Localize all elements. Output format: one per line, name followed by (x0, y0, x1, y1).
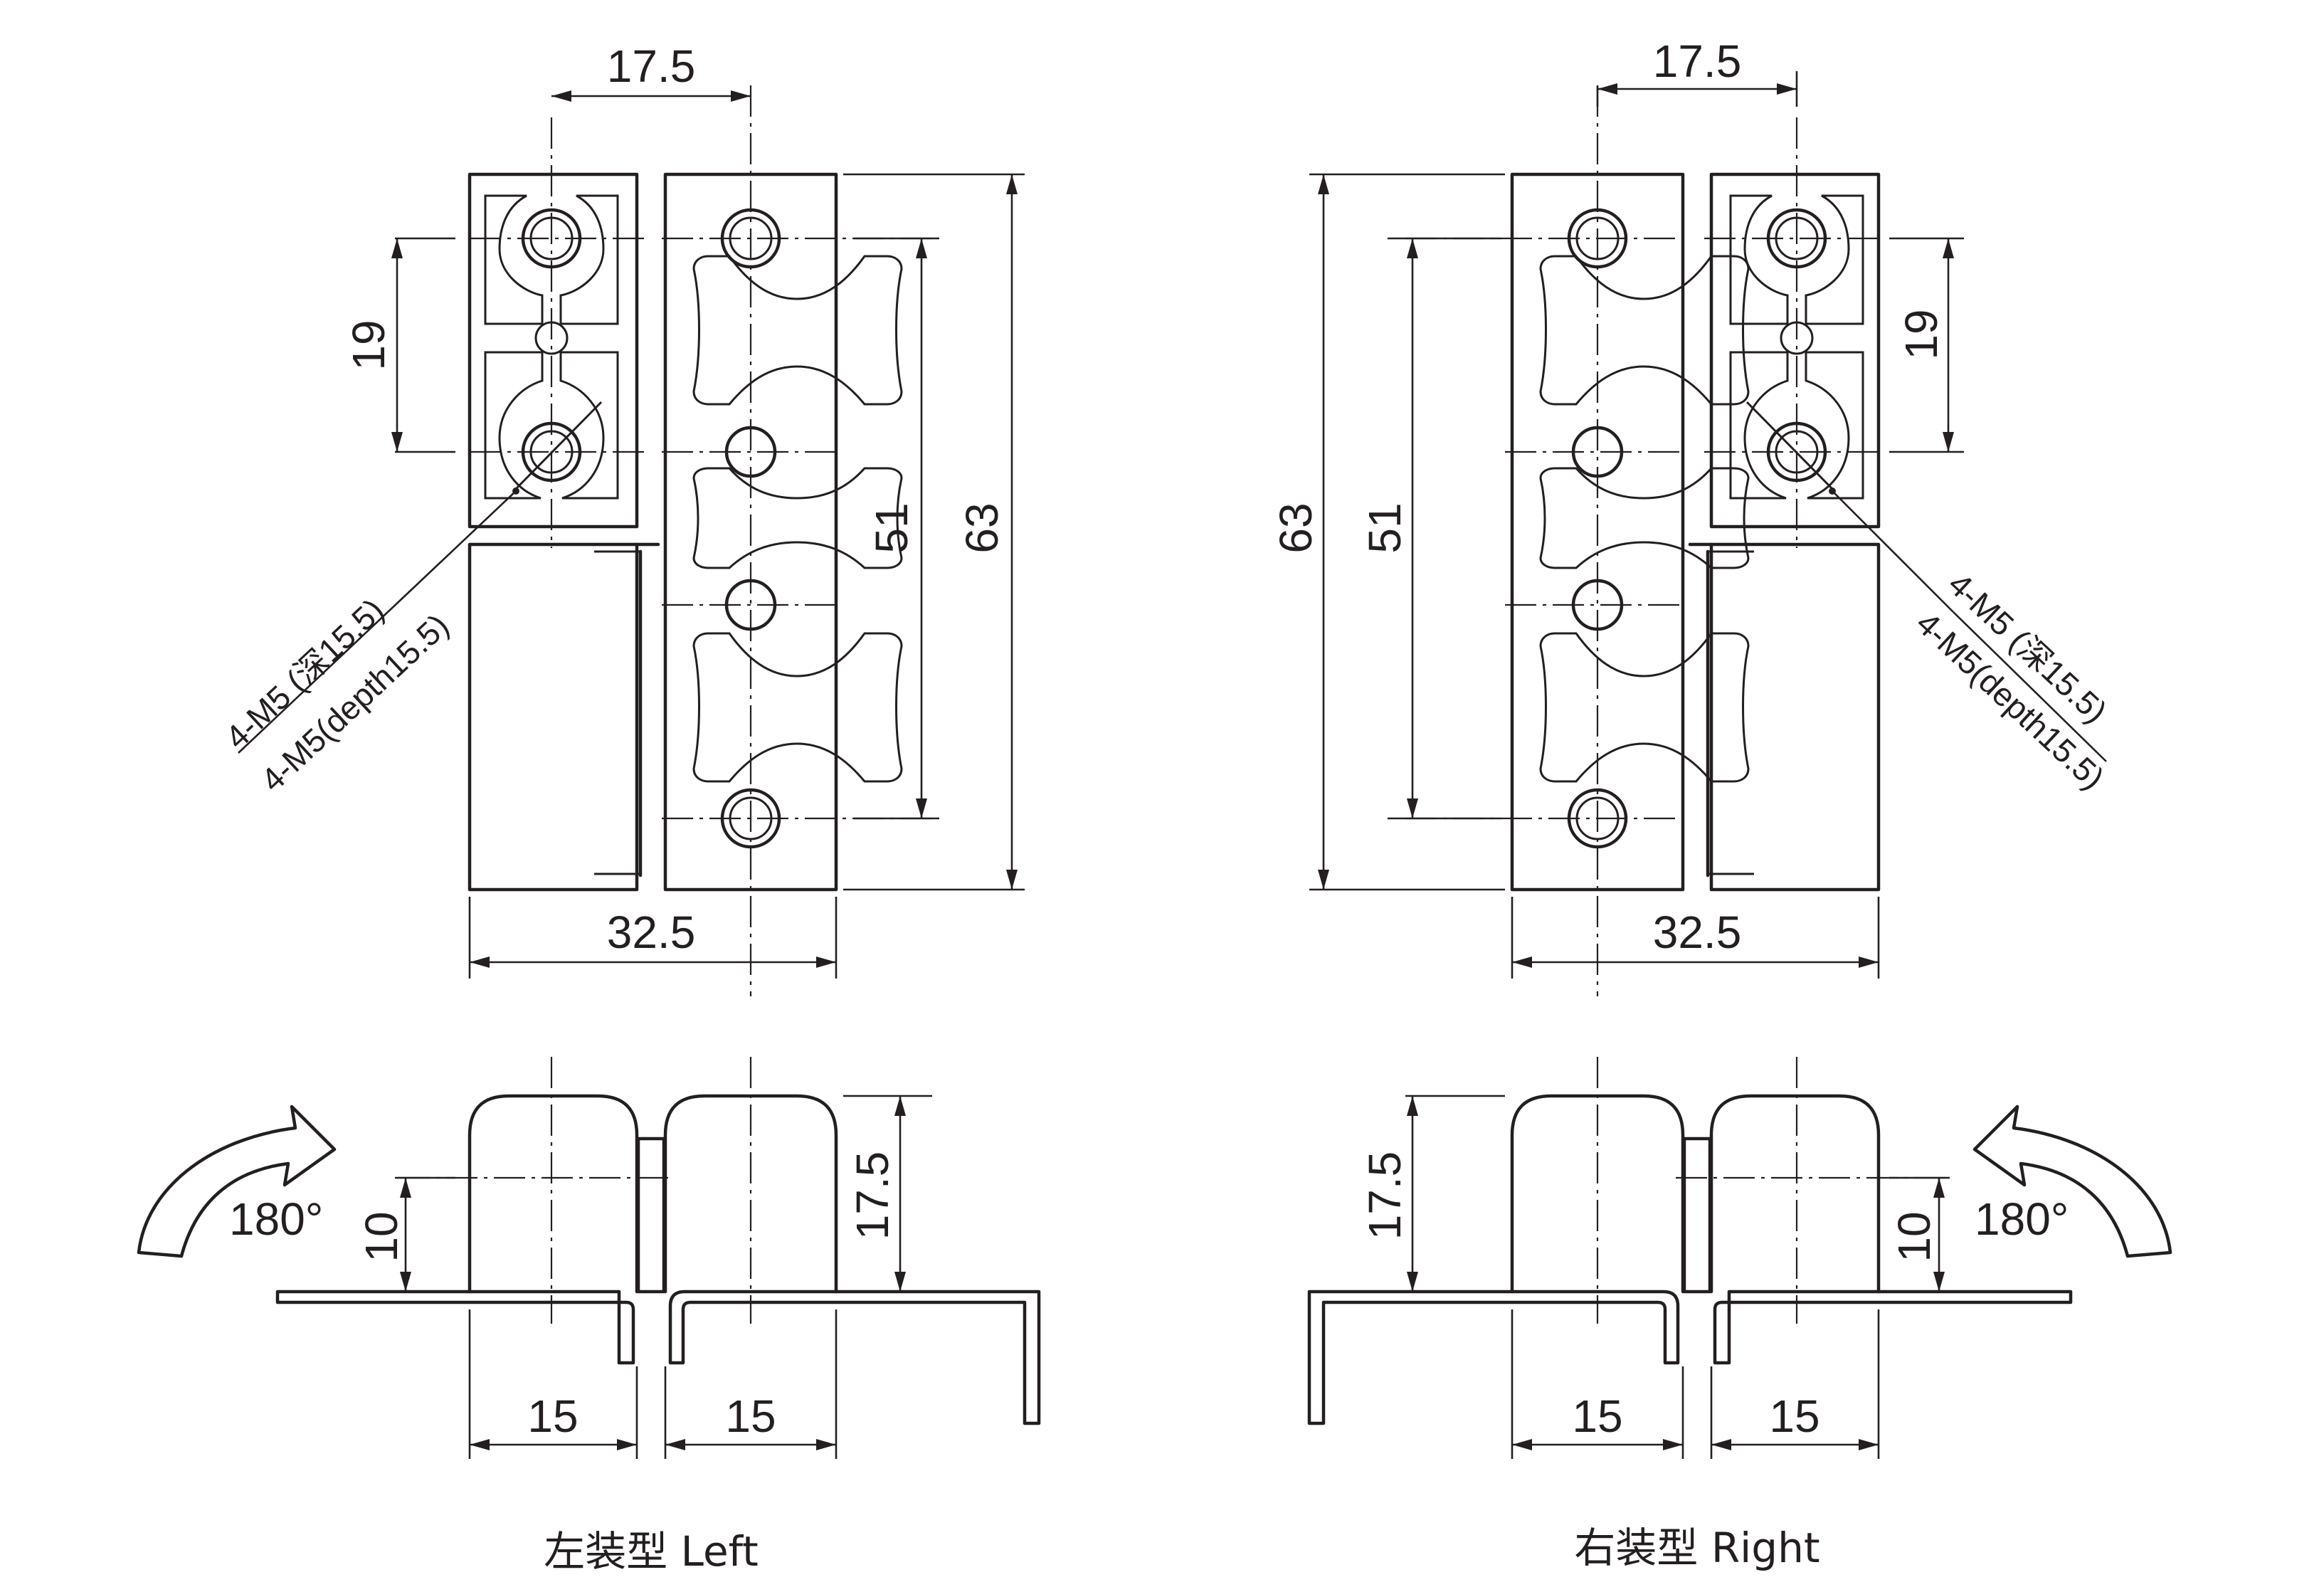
right-height: 63 (1270, 502, 1321, 553)
left-top-dimensions: 17.5 19 51 63 32.5 4-M5 (深15.5) 4-M5(dep… (218, 41, 1025, 979)
right-rotation: 180° (1975, 1193, 2069, 1245)
right-leaf-a: 15 (1572, 1391, 1622, 1442)
left-top-view (238, 85, 936, 996)
right-width: 32.5 (1653, 907, 1742, 958)
right-leaf-b: 15 (1769, 1391, 1819, 1442)
left-front-dimensions: 180° 10 17.5 15 15 (229, 1095, 932, 1459)
right-pin-height: 10 (1889, 1211, 1940, 1262)
right-top-pitch: 17.5 (1653, 36, 1742, 87)
left-front-view (139, 1057, 1041, 1425)
right-hole-pitch: 19 (1896, 309, 1947, 359)
right-front-view (1307, 1057, 2170, 1425)
left-pin-height: 10 (356, 1211, 407, 1262)
right-caption: 右装型 Right (1574, 1524, 1819, 1572)
left-top-pitch: 17.5 (607, 41, 696, 92)
left-leaf-a: 15 (527, 1391, 578, 1442)
left-width: 32.5 (607, 907, 696, 958)
left-hole-span: 51 (866, 502, 917, 553)
left-leaf-height: 17.5 (847, 1151, 898, 1240)
left-leaf-b: 15 (725, 1391, 776, 1442)
left-hole-pitch: 19 (343, 320, 394, 370)
left-rotation: 180° (229, 1193, 323, 1245)
right-hole-span: 51 (1359, 502, 1410, 553)
right-top-view (1405, 85, 2107, 996)
left-height: 63 (956, 502, 1008, 553)
right-top-dimensions: 17.5 19 51 63 32.5 4-M5 (深15.5) 4-M5(dep… (1270, 36, 2114, 979)
right-front-dimensions: 180° 17.5 10 15 15 (1359, 1095, 2069, 1459)
right-leaf-height: 17.5 (1359, 1151, 1410, 1240)
left-caption: 左装型 Left (544, 1527, 759, 1576)
